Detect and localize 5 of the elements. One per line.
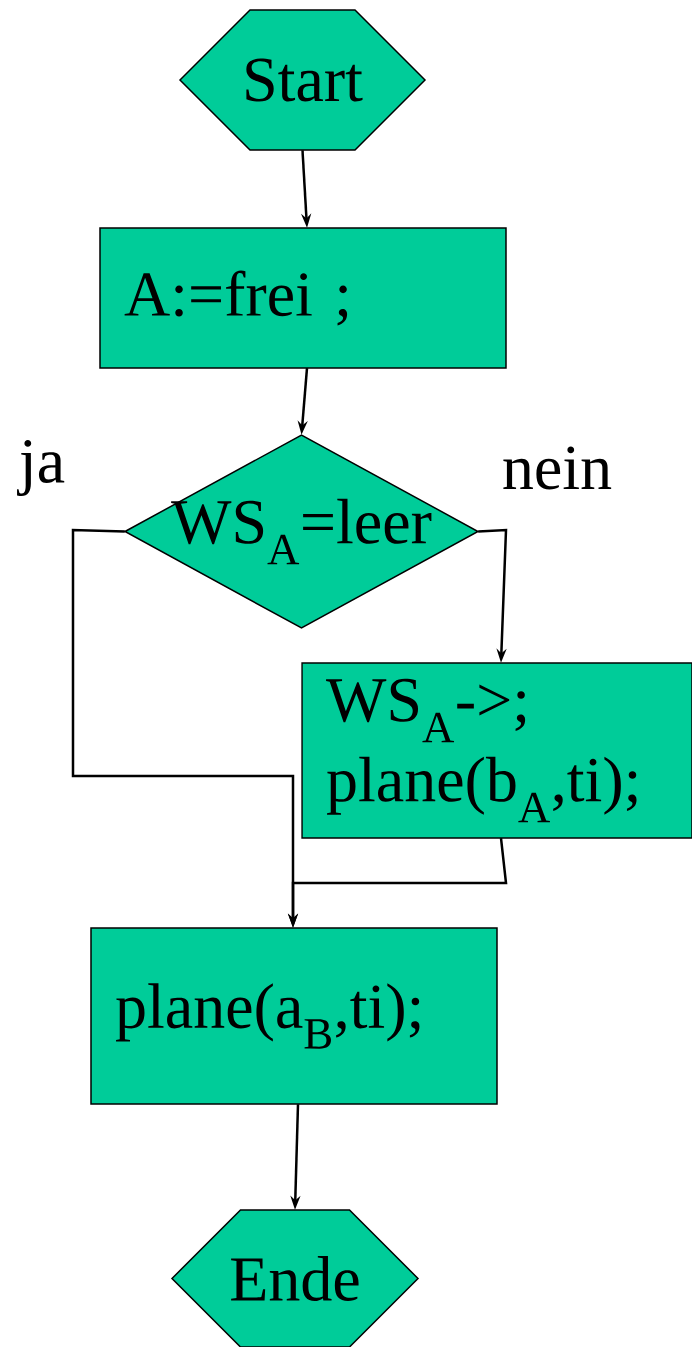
process-box: WS$_{A}$->; plane(b$_{A}$,ti); bbox=[301, 662, 692, 839]
edge-label: ja bbox=[17, 440, 65, 496]
process-box: plane(a$_{B}$,ti); bbox=[90, 927, 498, 1105]
edge-label: nein bbox=[503, 446, 612, 490]
process-box: A:=frei ; bbox=[99, 227, 507, 369]
